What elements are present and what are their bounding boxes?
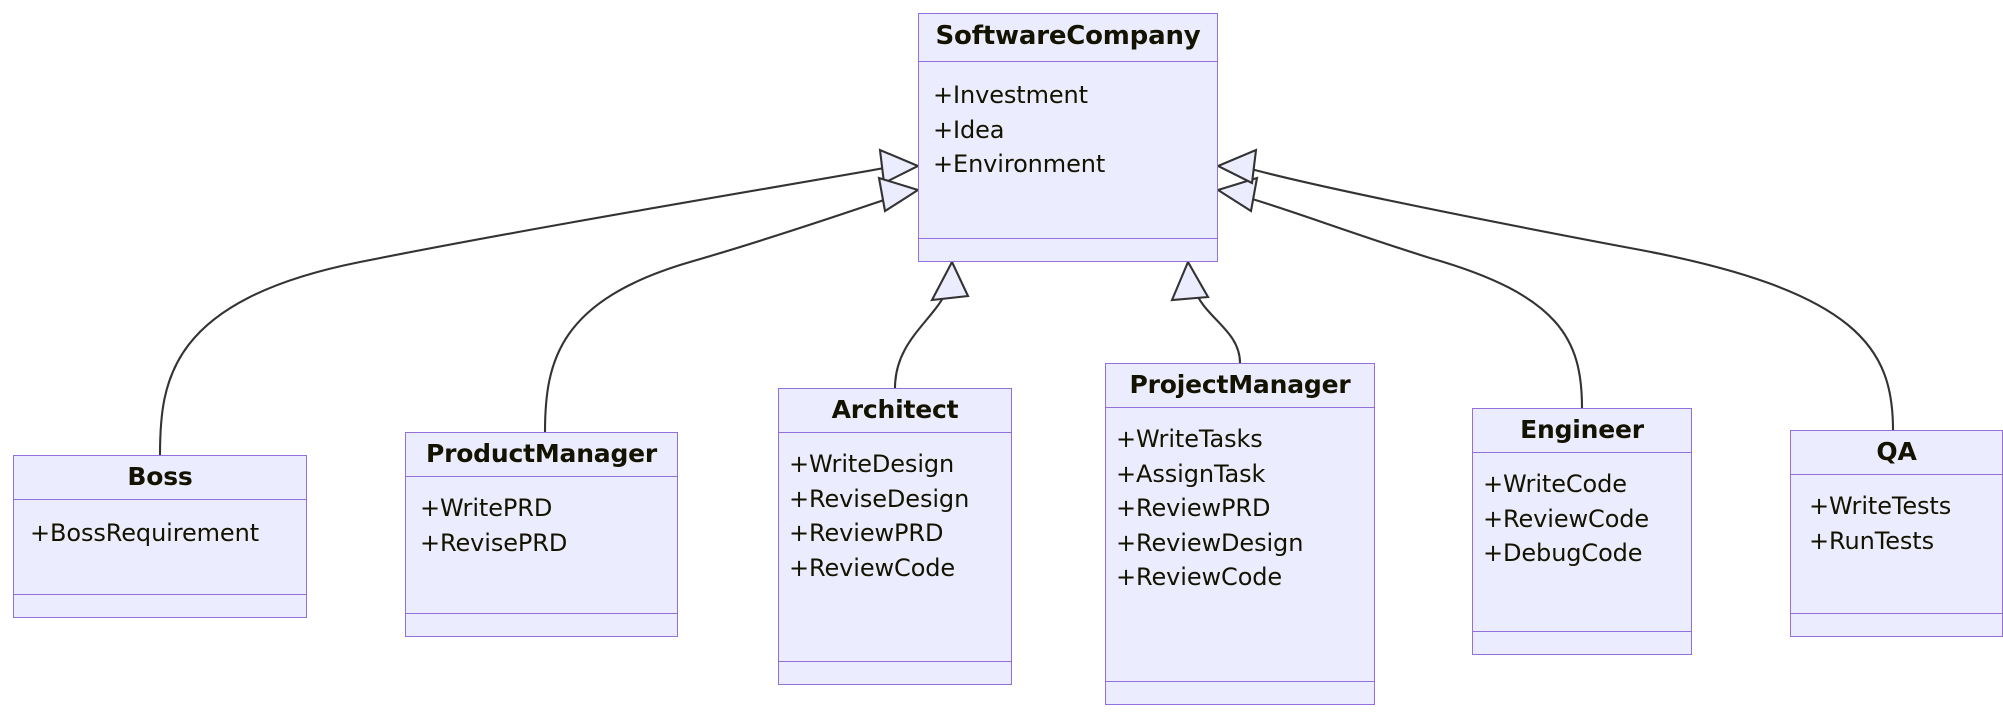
class-box-architect[interactable]: Architect +WriteDesign +ReviseDesign +Re… bbox=[778, 388, 1012, 685]
class-attribute: +ReviewCode bbox=[789, 553, 956, 582]
class-attribute: +RevisePRD bbox=[420, 528, 568, 557]
class-methods-architect bbox=[779, 662, 1011, 684]
class-methods-productmanager bbox=[406, 614, 677, 636]
class-box-boss[interactable]: Boss +BossRequirement bbox=[13, 455, 307, 618]
class-attribute: +ReviewPRD bbox=[1116, 494, 1271, 523]
class-attribute: +ReviewPRD bbox=[789, 519, 944, 548]
class-box-engineer[interactable]: Engineer +WriteCode +ReviewCode +DebugCo… bbox=[1472, 408, 1692, 655]
class-attribute: +AssignTask bbox=[1116, 459, 1266, 488]
class-title-qa: QA bbox=[1791, 431, 2002, 475]
class-attributes-boss: +BossRequirement bbox=[14, 500, 306, 595]
class-attribute: +ReviseDesign bbox=[789, 484, 970, 513]
class-attribute: +RunTests bbox=[1809, 526, 1934, 555]
class-box-productmanager[interactable]: ProductManager +WritePRD +RevisePRD bbox=[405, 432, 678, 637]
class-title-boss: Boss bbox=[14, 456, 306, 500]
class-box-projectmanager[interactable]: ProjectManager +WriteTasks +AssignTask +… bbox=[1105, 363, 1375, 705]
class-attribute: +Idea bbox=[933, 115, 1005, 144]
class-attribute: +WriteCode bbox=[1483, 470, 1627, 498]
edge-projectmanager-to-softwarecompany bbox=[1193, 287, 1242, 364]
class-title-softwarecompany: SoftwareCompany bbox=[919, 14, 1217, 63]
class-attributes-engineer: +WriteCode +ReviewCode +DebugCode bbox=[1473, 453, 1691, 632]
arrowhead-boss-to-softwarecompany bbox=[878, 148, 921, 185]
class-attributes-qa: +WriteTests +RunTests bbox=[1791, 475, 2002, 614]
class-box-softwarecompany[interactable]: SoftwareCompany +Investment +Idea +Envir… bbox=[918, 13, 1218, 262]
class-attribute: +ReviewCode bbox=[1483, 504, 1650, 533]
class-attributes-productmanager: +WritePRD +RevisePRD bbox=[406, 477, 677, 614]
class-methods-boss bbox=[14, 595, 306, 617]
class-attribute: +Environment bbox=[933, 150, 1106, 179]
arrowhead-projectmanager-to-softwarecompany bbox=[1170, 259, 1210, 302]
class-attribute: +ReviewDesign bbox=[1116, 528, 1304, 557]
class-title-projectmanager: ProjectManager bbox=[1106, 364, 1374, 408]
class-attribute: +DebugCode bbox=[1483, 539, 1643, 568]
class-attribute: +WriteDesign bbox=[789, 450, 955, 478]
arrowhead-qa-to-softwarecompany bbox=[1215, 148, 1258, 185]
class-methods-qa bbox=[1791, 614, 2002, 636]
arrowhead-engineer-to-softwarecompany bbox=[1215, 176, 1259, 213]
class-attribute: +Investment bbox=[933, 81, 1088, 110]
arrowhead-productmanager-to-softwarecompany bbox=[877, 176, 921, 213]
class-attributes-softwarecompany: +Investment +Idea +Environment bbox=[919, 62, 1217, 239]
class-title-architect: Architect bbox=[779, 389, 1011, 433]
class-attribute: +BossRequirement bbox=[30, 519, 260, 547]
class-methods-projectmanager bbox=[1106, 682, 1374, 704]
class-attribute: +ReviewCode bbox=[1116, 563, 1283, 592]
class-attribute: +WriteTasks bbox=[1116, 425, 1263, 453]
class-methods-softwarecompany bbox=[919, 239, 1217, 261]
class-title-engineer: Engineer bbox=[1473, 409, 1691, 453]
class-attributes-projectmanager: +WriteTasks +AssignTask +ReviewPRD +Revi… bbox=[1106, 408, 1374, 682]
class-box-qa[interactable]: QA +WriteTests +RunTests bbox=[1790, 430, 2003, 637]
class-attribute: +WritePRD bbox=[420, 494, 553, 522]
class-methods-engineer bbox=[1473, 632, 1691, 654]
arrowhead-architect-to-softwarecompany bbox=[930, 259, 970, 302]
edge-architect-to-softwarecompany bbox=[893, 287, 949, 389]
class-attributes-architect: +WriteDesign +ReviseDesign +ReviewPRD +R… bbox=[779, 433, 1011, 662]
class-attribute: +WriteTests bbox=[1809, 492, 1952, 520]
class-title-productmanager: ProductManager bbox=[406, 433, 677, 477]
